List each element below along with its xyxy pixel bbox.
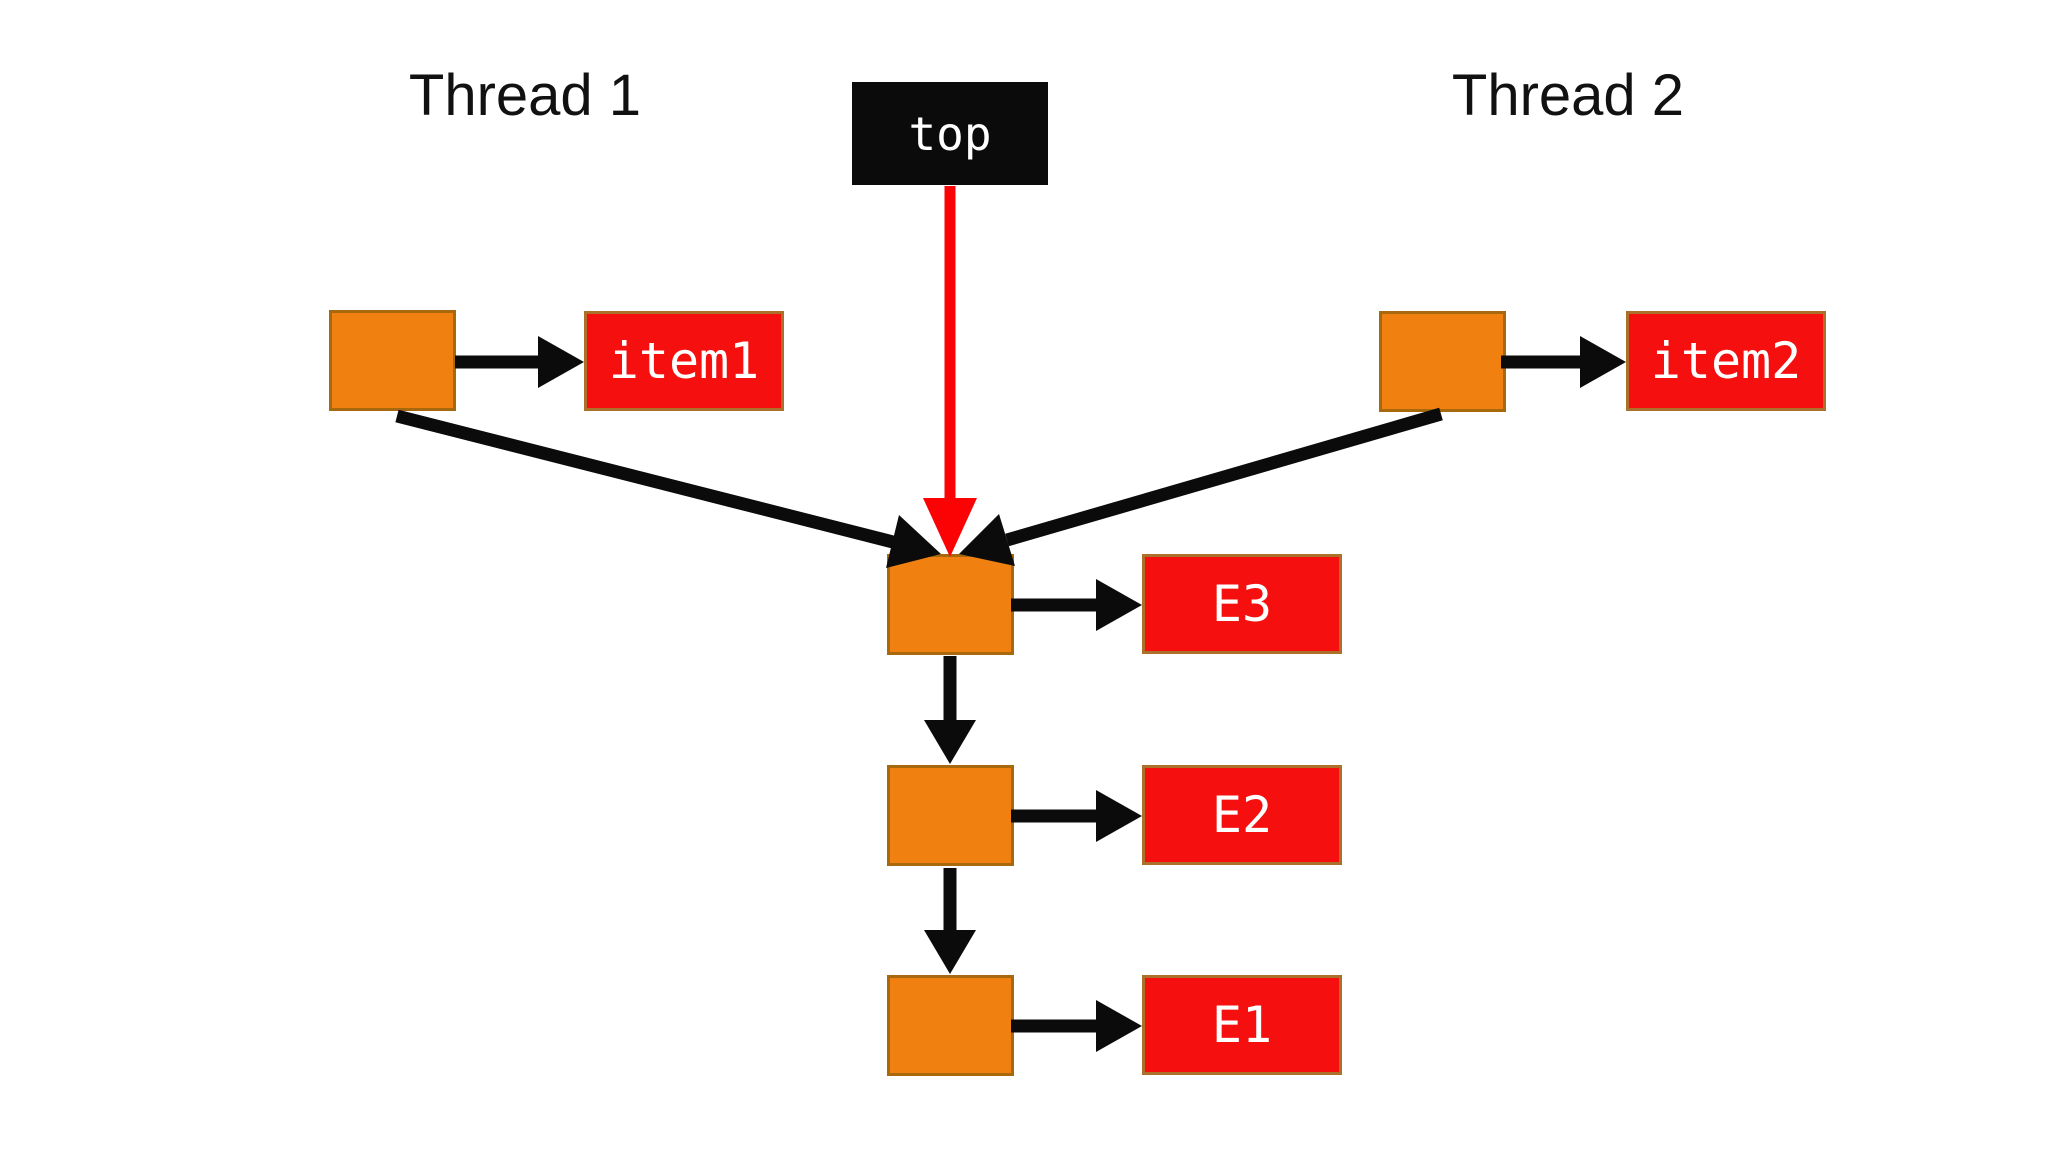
red-arrow-top-to-head-tip bbox=[923, 498, 977, 557]
arrow-thread2node-to-head-shaft bbox=[1005, 407, 1443, 547]
arrow-node2-to-node1-tip bbox=[924, 930, 976, 974]
arrow-node3-to-e3-tip bbox=[1096, 579, 1142, 631]
arrow-node3-to-node2-tip bbox=[924, 720, 976, 764]
e1-cell: E1 bbox=[1142, 975, 1342, 1075]
arrow-node1-to-e1-tip bbox=[1096, 1000, 1142, 1052]
thread1-node bbox=[329, 310, 456, 411]
stack-node-3 bbox=[887, 554, 1014, 655]
item2-cell: item2 bbox=[1626, 311, 1826, 411]
arrow-node2-to-e2-tip bbox=[1096, 790, 1142, 842]
thread2-title: Thread 2 bbox=[1451, 63, 1685, 128]
item1-cell: item1 bbox=[584, 311, 784, 411]
thread2-node bbox=[1379, 311, 1506, 412]
arrow-thread1node-to-head-shaft bbox=[395, 409, 895, 549]
e3-cell: E3 bbox=[1142, 554, 1342, 654]
arrow-thread2node-to-item2-tip bbox=[1580, 336, 1626, 388]
stack-node-2 bbox=[887, 765, 1014, 866]
arrow-thread1node-to-item1-tip bbox=[538, 336, 584, 388]
thread1-title: Thread 1 bbox=[408, 63, 642, 128]
stack-node-1 bbox=[887, 975, 1014, 1076]
top-pointer-box: top bbox=[852, 82, 1048, 185]
e2-cell: E2 bbox=[1142, 765, 1342, 865]
